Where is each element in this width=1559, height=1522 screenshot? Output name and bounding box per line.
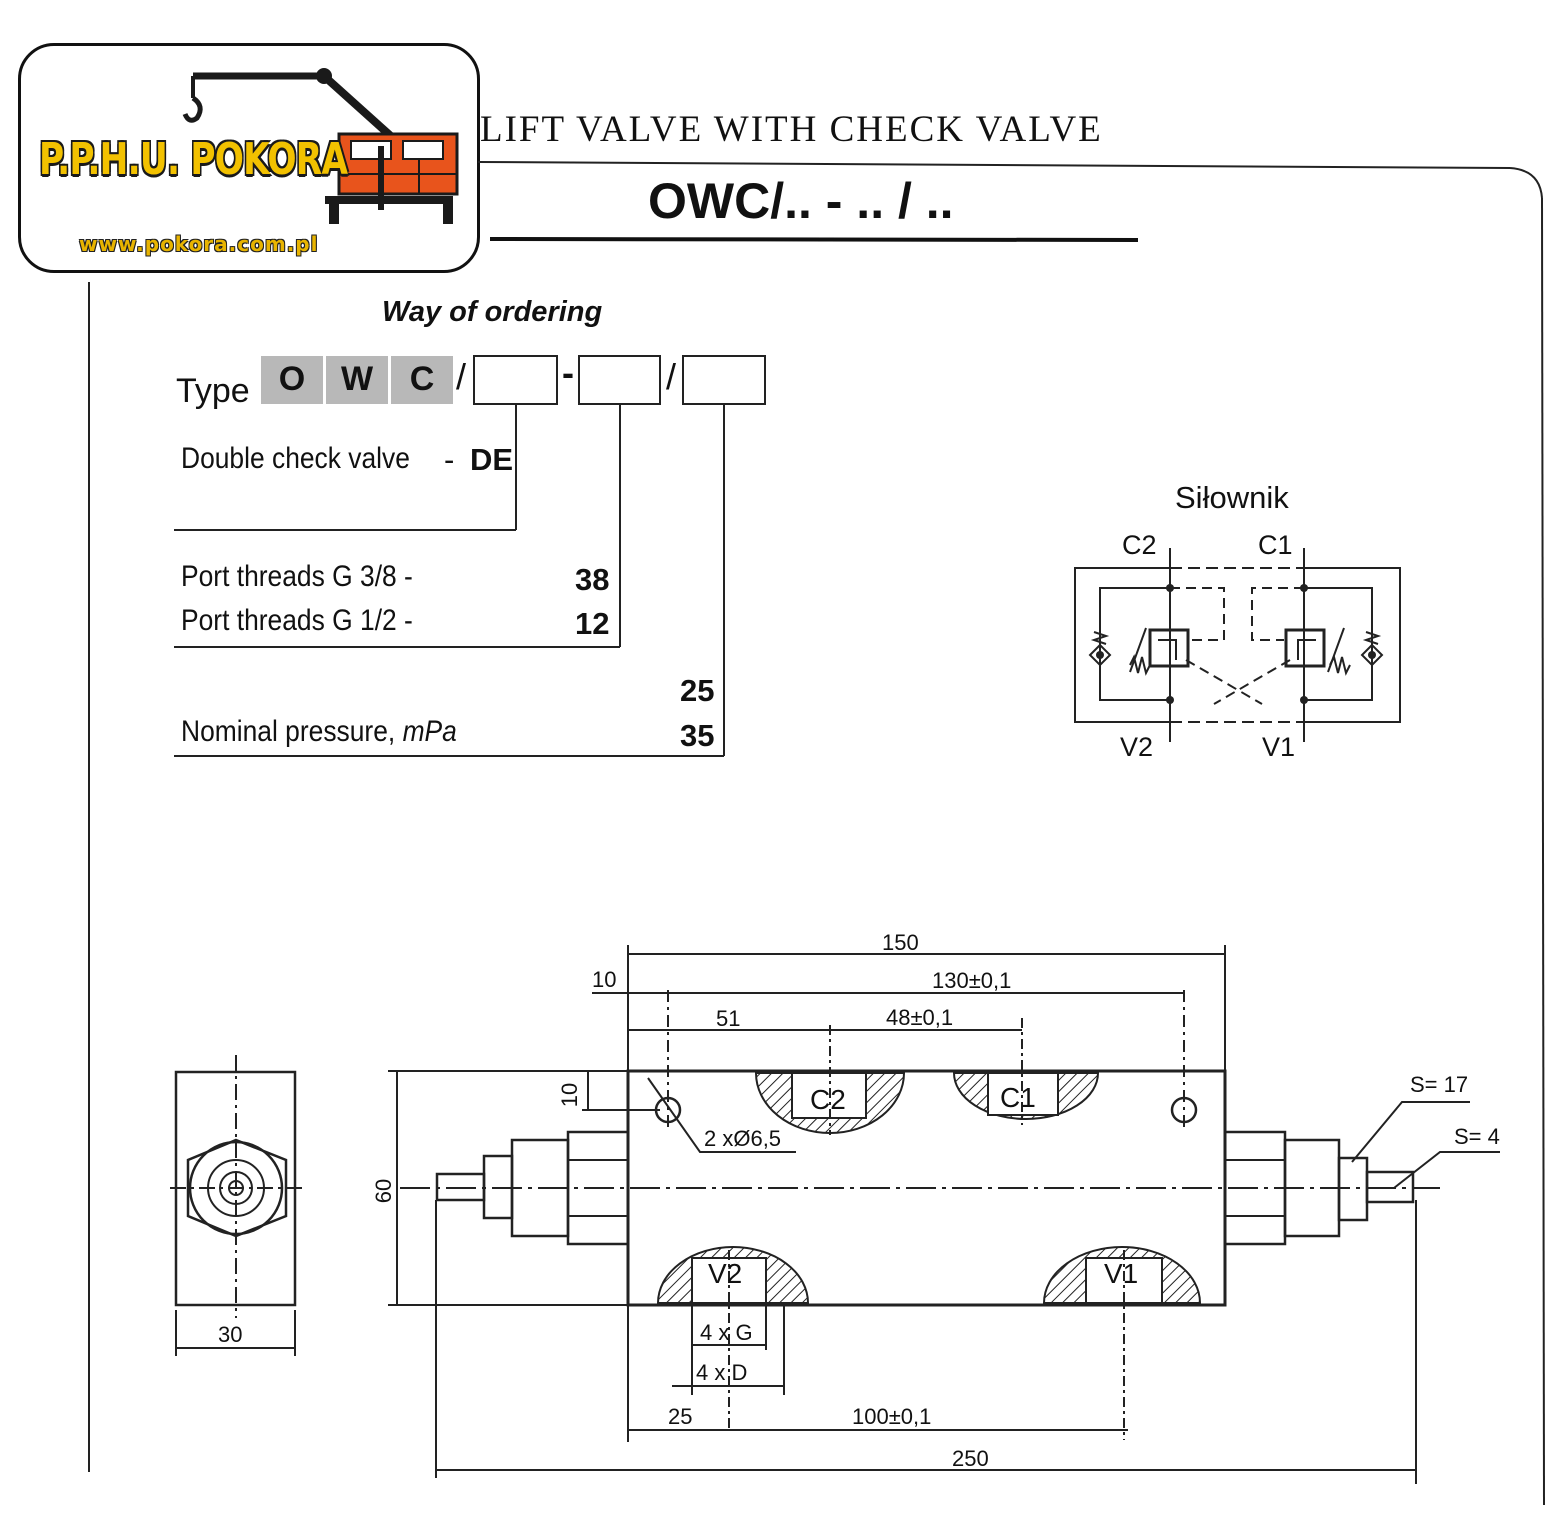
dim-holes: 2 xØ6,5: [704, 1126, 782, 1151]
schematic-port-c1: C1: [1258, 530, 1293, 560]
thread-12-code: 12: [575, 606, 610, 641]
dim-51: 51: [716, 1006, 741, 1031]
dim-10: 10: [592, 967, 617, 992]
schematic-port-v1: V1: [1262, 732, 1296, 762]
dim-30: 30: [218, 1322, 243, 1347]
type-code-c: C: [391, 356, 453, 404]
dim-s17: S= 17: [1410, 1072, 1469, 1097]
drawing-port-c2: C2: [810, 1084, 846, 1115]
company-logo: P.P.H.U. POKORA www.pokora.com.pl: [18, 43, 480, 273]
dim-s4: S= 4: [1454, 1124, 1500, 1149]
crane-truck-icon: [182, 68, 459, 224]
model-code: OWC/.. - .. / ..: [648, 173, 954, 229]
document-title: LIFT VALVE WITH CHECK VALVE: [480, 109, 1103, 150]
dim-130: 130±0,1: [932, 968, 1012, 993]
pressure-label-prefix: Nominal pressure,: [181, 715, 396, 748]
thread-12-label: Port threads G 1/2 -: [181, 604, 413, 637]
type-code-o: O: [261, 356, 323, 404]
dim-60: 60: [371, 1178, 397, 1204]
double-check-dash: -: [444, 442, 455, 477]
dim-100: 100±0,1: [852, 1404, 932, 1429]
schematic-port-c2: C2: [1122, 530, 1157, 560]
pressure-label: Nominal pressure, mPa: [181, 715, 457, 749]
drawing-port-c1: C1: [1000, 1082, 1036, 1113]
pressure-35-code: 35: [680, 718, 715, 753]
schematic-title: Siłownik: [1175, 480, 1289, 515]
separator-slash-2: /: [666, 356, 677, 397]
schematic-port-v2: V2: [1120, 732, 1154, 762]
pressure-label-unit: mPa: [402, 715, 457, 748]
double-check-code: DE: [470, 442, 514, 477]
company-name: P.P.H.U. POKORA: [39, 134, 348, 185]
double-check-label: Double check valve: [181, 442, 410, 475]
thread-38-code: 38: [575, 562, 610, 597]
dim-150: 150: [882, 930, 919, 955]
drawing-port-v1: V1: [1104, 1258, 1139, 1289]
type-code-w: W: [326, 356, 388, 404]
dim-4xg: 4 x G: [700, 1320, 753, 1345]
dim-4xd: 4 x D: [696, 1360, 748, 1385]
drawing-port-v2: V2: [708, 1258, 743, 1289]
dim-25: 25: [668, 1404, 693, 1429]
dim-250: 250: [952, 1446, 989, 1471]
pressure-25-code: 25: [680, 673, 715, 708]
dim-10-vertical: 10: [557, 1082, 583, 1108]
company-url: www.pokora.com.pl: [79, 232, 319, 256]
ordering-heading: Way of ordering: [382, 296, 603, 328]
dim-48: 48±0,1: [886, 1005, 954, 1030]
separator-dash: -: [562, 352, 574, 393]
thread-38-label: Port threads G 3/8 -: [181, 560, 413, 593]
type-label: Type: [176, 372, 250, 410]
separator-slash-1: /: [456, 356, 467, 397]
